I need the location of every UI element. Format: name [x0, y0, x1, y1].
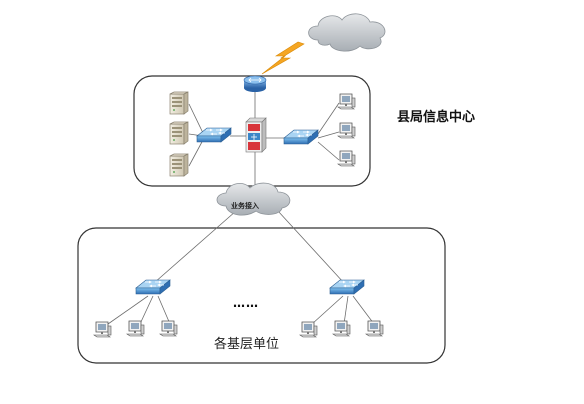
pc-icon	[332, 320, 351, 337]
pc-icon	[365, 320, 384, 337]
right-pc2-link	[343, 295, 349, 325]
base-units-label: 各基层单位	[214, 337, 280, 352]
left-pc2-link	[139, 295, 154, 325]
pc-icon	[299, 321, 318, 338]
router-icon	[243, 75, 267, 92]
pc-icon	[337, 122, 356, 139]
pc2-link	[317, 131, 340, 139]
left-pc1-link	[107, 295, 149, 325]
cloud-right-switch-link	[277, 210, 345, 284]
pc-icon	[126, 320, 145, 337]
pc1-link	[317, 102, 340, 135]
link-lines	[107, 92, 375, 325]
pc-icon	[337, 150, 356, 167]
right-pc3-link	[352, 295, 375, 325]
server-icon	[169, 153, 189, 177]
server1-link	[188, 103, 204, 134]
access-cloud-label: 业务接入	[231, 202, 259, 210]
unit-left-switch-icon	[135, 279, 171, 295]
lightning-icon	[261, 41, 305, 75]
server-icon	[169, 121, 189, 145]
more-units-ellipsis: ……	[233, 296, 259, 310]
pc-icon	[337, 93, 356, 110]
center-right-switch-icon	[283, 129, 319, 145]
left-pc3-link	[157, 295, 171, 325]
info-center-label: 县局信息中心	[397, 110, 476, 125]
pc-icon	[93, 321, 112, 338]
core-switch-icon	[245, 117, 267, 153]
pc3-link	[317, 141, 340, 161]
right-pc1-link	[311, 295, 344, 325]
cloud-left-switch-link	[153, 210, 237, 284]
center-left-switch-icon	[196, 127, 232, 143]
internet-cloud-icon	[308, 13, 386, 52]
access-cloud-icon	[216, 182, 291, 216]
base-units-zone	[77, 227, 446, 364]
unit-right-switch-icon	[329, 279, 365, 295]
server-icon	[169, 91, 189, 115]
server3-link	[188, 139, 204, 167]
pc-icon	[159, 320, 178, 337]
